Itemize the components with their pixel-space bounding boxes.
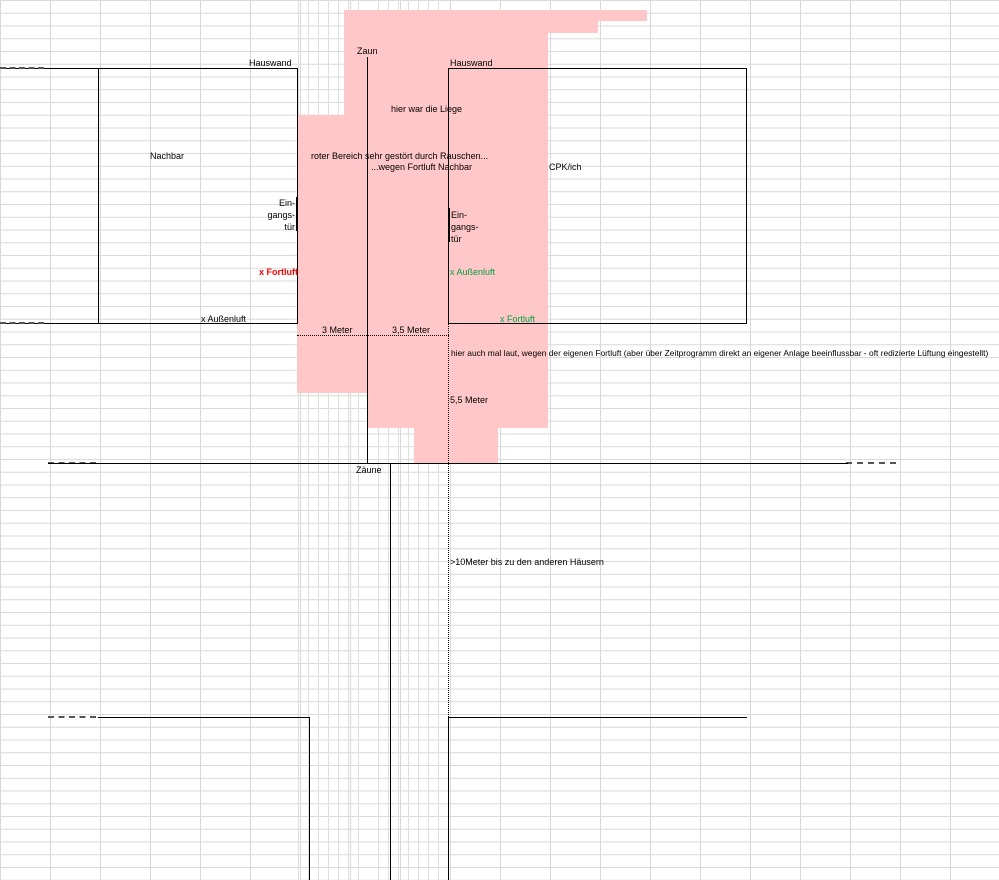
fence-line (390, 463, 391, 880)
house-wall-line (448, 717, 449, 880)
continuation-dash (48, 716, 96, 718)
label-wegen-fortluft: ...wegen Fortluft Nachbar (371, 162, 473, 172)
door-marker (448, 208, 450, 242)
house-wall-line (0, 68, 298, 69)
house-wall-line (448, 68, 449, 324)
label-fortluft-left: x Fortluft (259, 267, 298, 277)
label-fortluft-right: x Fortluft (500, 314, 536, 324)
label-3-meter: 3 Meter (322, 325, 353, 335)
house-wall-line (0, 323, 298, 324)
red-zone (297, 115, 548, 393)
gridline (308, 0, 309, 880)
red-zone (344, 33, 548, 115)
measure-line (448, 324, 449, 717)
label-5-5-meter: 5,5 Meter (450, 395, 489, 405)
gridline (348, 0, 349, 880)
label-eingangstuer-left: Ein- gangs- tür (267, 198, 295, 232)
continuation-dash (0, 67, 44, 69)
house-wall-line (98, 68, 99, 324)
house-wall-line (746, 68, 747, 324)
label-hauswand-left: Hauswand (249, 58, 292, 68)
fence-line (309, 717, 310, 880)
continuation-dash (846, 462, 896, 464)
label-10-meter: >10Meter bis zu den anderen Häusern (450, 557, 604, 567)
fence-line (367, 57, 368, 464)
label-aussenluft-left: x Außenluft (201, 314, 247, 324)
red-zone (344, 21, 598, 33)
red-zone (368, 393, 548, 428)
door-marker (296, 197, 298, 231)
gridline (338, 0, 339, 880)
label-3-5-meter: 3,5 Meter (392, 325, 431, 335)
house-wall-line (297, 68, 298, 324)
label-aussenluft-right: x Außenluft (450, 267, 496, 277)
gridline (388, 0, 389, 880)
label-hier-auch-laut: hier auch mal laut, wegen der eigenen Fo… (451, 348, 989, 358)
gridline (358, 0, 359, 880)
gridline (328, 0, 329, 880)
label-cpk: CPK/ich (549, 162, 582, 172)
house-wall-line (448, 323, 747, 324)
label-hauswand-right: Hauswand (450, 58, 493, 68)
red-zone (414, 428, 498, 463)
label-zaeune: Zäune (356, 465, 382, 475)
house-wall-line (448, 717, 747, 718)
house-wall-line (98, 717, 310, 718)
house-wall-line (448, 68, 747, 69)
label-eingangstuer-right: Ein- gangs- tür (451, 210, 479, 244)
gridline (398, 0, 399, 880)
red-zone (344, 10, 647, 21)
label-nachbar: Nachbar (150, 151, 185, 161)
gridline (378, 0, 379, 880)
gridline (318, 0, 319, 880)
gridline (298, 0, 299, 880)
gridline (408, 0, 409, 880)
label-zaun: Zaun (357, 46, 378, 56)
label-liege: hier war die Liege (391, 104, 463, 114)
measure-line (297, 335, 449, 336)
continuation-dash (0, 322, 44, 324)
label-roter-bereich: roter Bereich sehr gestört durch Rausche… (311, 151, 489, 161)
